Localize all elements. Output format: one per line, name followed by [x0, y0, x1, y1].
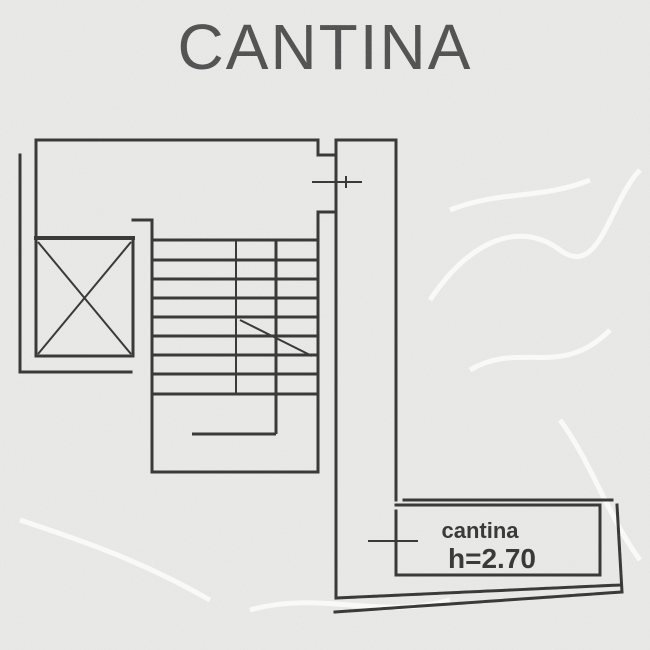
door-marks	[312, 176, 418, 549]
elevator-shaft-cross	[37, 241, 132, 355]
page-title: CANTINA	[0, 12, 650, 83]
staircase	[152, 238, 318, 436]
room-label: cantina	[441, 518, 519, 543]
wall-lines	[18, 138, 624, 614]
background-scribbles	[19, 168, 643, 613]
room-height-label: h=2.70	[448, 543, 536, 574]
